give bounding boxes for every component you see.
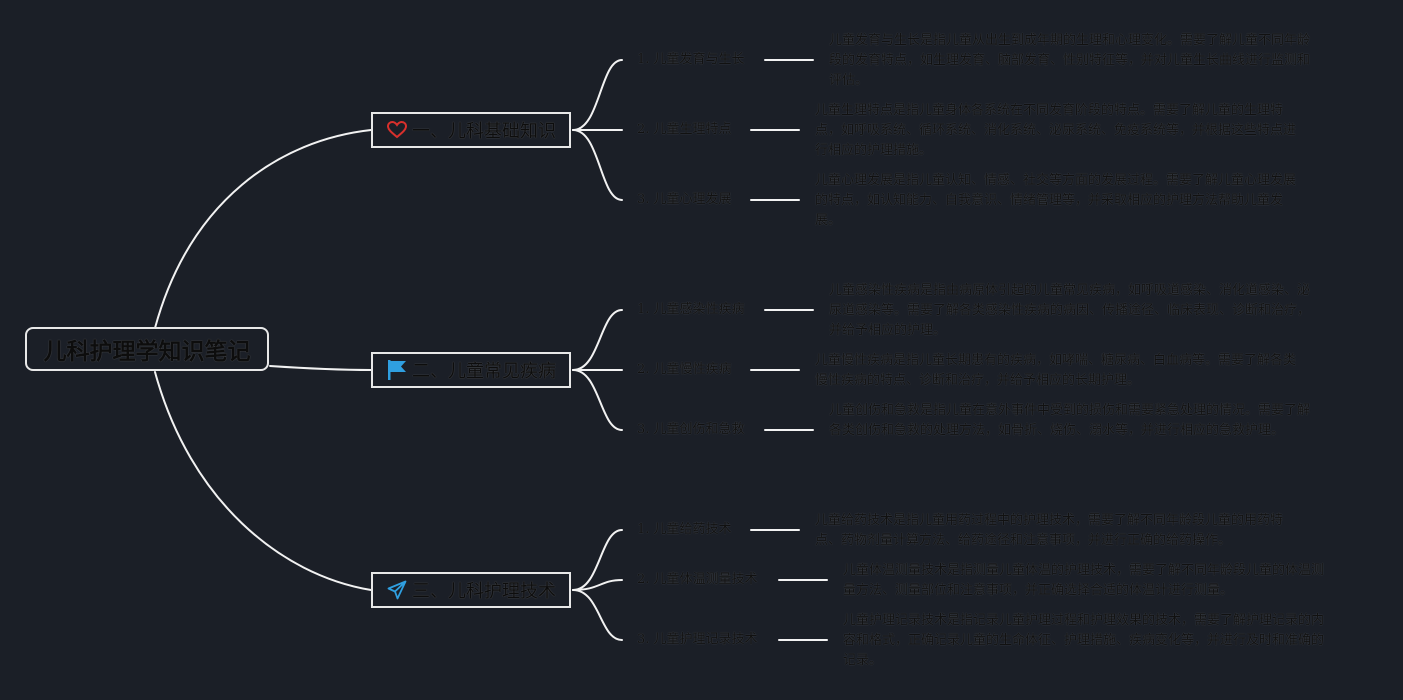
- root-topic[interactable]: 儿科护理学知识笔记: [25, 327, 269, 371]
- branch-topic-title: 三、儿科护理技术: [412, 581, 556, 602]
- connector-branch-3-leaf-3: [572, 589, 623, 641]
- subtopic-item[interactable]: 2. 儿童体温测量技术: [637, 572, 758, 587]
- subtopic-description: 儿童创伤和急救是指儿童在意外事件中受到的损伤和需要紧急处理的情况。需要了解各类创…: [829, 403, 1311, 438]
- subtopic-item[interactable]: 1. 儿童感染性疾病: [637, 302, 745, 317]
- subtopic-item[interactable]: 2. 儿童慢性疾病: [637, 362, 732, 377]
- subtopic-description: 儿童发育与生长是指儿童从出生到成年期的生理和心理变化。需要了解儿童不同年龄段的发…: [829, 33, 1311, 88]
- connector-branch-3-leaf-2: [572, 579, 623, 591]
- connector-branch-2-leaf-3: [572, 369, 623, 431]
- subtopic-description: 儿童心理发展是指儿童认知、情感、社交等方面的发展过程。需要了解儿童心理发展的特点…: [815, 173, 1297, 228]
- subtopic-item[interactable]: 3. 儿童心理发展: [637, 192, 732, 207]
- connector-branch-1-leaf-1: [572, 59, 623, 131]
- branch-topic-title: 二、儿童常见疾病: [412, 361, 556, 382]
- subtopic-item[interactable]: 1. 儿童给药技术: [637, 522, 732, 537]
- branch-topic-basics[interactable]: 一、儿科基础知识: [371, 112, 571, 148]
- subtopic-description: 儿童感染性疾病是指由病原体引起的儿童常见疾病，如呼吸道感染、消化道感染、泌尿道感…: [829, 283, 1311, 338]
- connector-root-branch-3: [154, 371, 372, 591]
- branch-topic-title: 一、儿科基础知识: [412, 121, 556, 142]
- subtopic-description: 儿童慢性疾病是指儿童长期患有的疾病，如哮喘、糖尿病、白血病等。需要了解各类慢性疾…: [815, 353, 1297, 388]
- connector-root-branch-1: [154, 129, 372, 329]
- branch-topic-diseases[interactable]: 二、儿童常见疾病: [371, 352, 571, 388]
- paper-plane-icon: [386, 579, 408, 601]
- subtopic-description: 儿童生理特点是指儿童身体各系统在不同发育阶段的特点。需要了解儿童的生理特点，如呼…: [815, 103, 1297, 158]
- root-topic-title: 儿科护理学知识笔记: [43, 339, 251, 365]
- subtopic-description: 儿童给药技术是指儿童用药过程中的护理技术，需要了解不同年龄段儿童的用药特点、药物…: [815, 513, 1284, 548]
- subtopic-description: 儿童体温测量技术是指测量儿童体温的护理技术，需要了解不同年龄段儿童的体温测量方法…: [843, 563, 1325, 598]
- subtopic-description: 儿童护理记录技术是指记录儿童护理过程和护理效果的技术，需要了解护理记录的内容和格…: [843, 613, 1325, 668]
- subtopic-item[interactable]: 1. 儿童发育与生长: [637, 52, 745, 67]
- branch-topic-techniques[interactable]: 三、儿科护理技术: [371, 572, 571, 608]
- connector-branch-1-leaf-3: [572, 129, 623, 201]
- connector-root-branch-2: [269, 365, 372, 371]
- connector-branch-2-leaf-1: [572, 309, 623, 371]
- connector-branch-3-leaf-1: [572, 529, 623, 591]
- subtopic-item[interactable]: 2. 儿童生理特点: [637, 122, 732, 137]
- subtopic-item[interactable]: 3. 儿童创伤和急救: [637, 422, 745, 437]
- subtopic-item[interactable]: 3. 儿童护理记录技术: [637, 632, 758, 647]
- flag-icon: [386, 359, 408, 381]
- heart-icon: [386, 119, 408, 141]
